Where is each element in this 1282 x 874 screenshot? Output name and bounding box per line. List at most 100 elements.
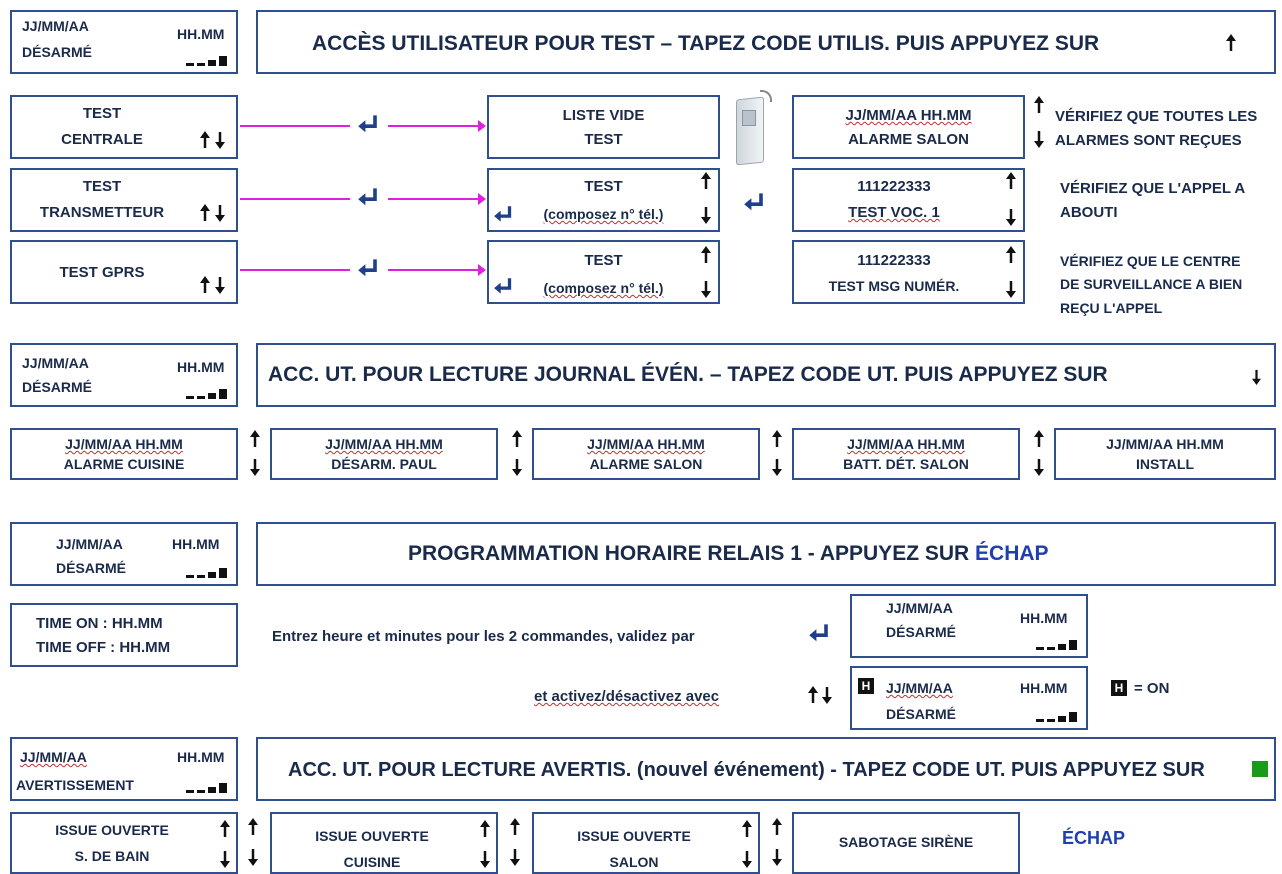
- lcd-time: HH.MM: [1020, 610, 1068, 626]
- escape-key-text: ÉCHAP: [975, 542, 1049, 565]
- event-line: ALARME SALON: [589, 456, 703, 472]
- detector-device-icon: [732, 90, 774, 166]
- down-arrow-icon: [215, 276, 225, 294]
- enter-arrow-icon: [493, 276, 515, 298]
- up-arrow-icon: [200, 131, 210, 149]
- down-arrow-icon: [1034, 458, 1044, 476]
- on-legend-text: = ON: [1134, 680, 1170, 697]
- connector-line: [240, 125, 350, 127]
- connector-arrowhead: [478, 120, 486, 132]
- connector-line: [240, 269, 350, 271]
- banner-text: ACC. UT. POUR LECTURE AVERTIS. (nouvel é…: [288, 759, 1205, 781]
- lcd-state: AVERTISSEMENT: [16, 777, 134, 793]
- warning-line: SABOTAGE SIRÈNE: [838, 834, 974, 850]
- note-text: REÇU L'APPEL: [1060, 300, 1163, 316]
- up-arrow-icon: [772, 818, 782, 836]
- banner-user-test: ACCÈS UTILISATEUR POUR TEST – TAPEZ CODE…: [256, 10, 1276, 74]
- lcd-date: JJ/MM/AA: [56, 536, 123, 552]
- connector-arrowhead: [478, 193, 486, 205]
- lcd-time: HH.MM: [177, 749, 225, 765]
- down-arrow-icon: [772, 458, 782, 476]
- enter-arrow-icon: [493, 204, 515, 226]
- box-label: CENTRALE: [61, 131, 143, 148]
- down-arrow-icon: [512, 458, 522, 476]
- connector-line: [388, 269, 484, 271]
- lcd-status-box-on: H JJ/MM/AA DÉSARMÉ HH.MM: [850, 666, 1088, 730]
- box-label: ALARME SALON: [848, 131, 969, 148]
- event-line: JJ/MM/AA HH.MM: [1106, 436, 1224, 452]
- box-label: 111222333: [857, 178, 931, 195]
- banner-text: PROGRAMMATION HORAIRE RELAIS 1 - APPUYEZ…: [408, 542, 1049, 566]
- box-label: TEST GPRS: [59, 264, 145, 281]
- down-arrow-icon: [248, 848, 258, 866]
- up-arrow-icon: [701, 172, 711, 190]
- signal-bars-icon: [186, 54, 228, 66]
- event-line: INSTALL: [1135, 456, 1195, 472]
- lcd-state: DÉSARMÉ: [22, 379, 93, 395]
- up-arrow-icon: [200, 204, 210, 222]
- up-arrow-icon: [250, 430, 260, 448]
- warning-line: ISSUE OUVERTE: [55, 822, 169, 838]
- up-arrow-icon: [742, 820, 752, 838]
- note-text: VÉRIFIEZ QUE L'APPEL A: [1060, 180, 1246, 197]
- signal-bars-icon: [186, 387, 228, 399]
- warning-line: CUISINE: [343, 854, 401, 870]
- box-label: TEST VOC. 1: [848, 204, 940, 221]
- note-text: ALARMES SONT REÇUES: [1055, 132, 1242, 149]
- up-arrow-icon: [1006, 172, 1016, 190]
- down-arrow-icon: [1006, 208, 1016, 226]
- down-arrow-icon: [1034, 130, 1044, 148]
- box-label: (composez n° tél.): [543, 280, 664, 296]
- event-box: JJ/MM/AA HH.MM ALARME SALON: [532, 428, 760, 480]
- event-line: JJ/MM/AA HH.MM: [65, 436, 183, 452]
- up-arrow-icon: [772, 430, 782, 448]
- lcd-time: HH.MM: [177, 359, 225, 375]
- event-line: DÉSARM. PAUL: [331, 456, 437, 472]
- lcd-status-box: JJ/MM/AA DÉSARMÉ HH.MM: [10, 10, 238, 74]
- time-off-text: TIME OFF : HH.MM: [36, 639, 171, 656]
- up-arrow-icon: [1034, 430, 1044, 448]
- note-text: VÉRIFIEZ QUE LE CENTRE: [1060, 253, 1241, 269]
- test-centrale-box[interactable]: TEST CENTRALE: [10, 95, 238, 159]
- connector-line: [240, 198, 350, 200]
- warning-box: ISSUE OUVERTE CUISINE: [270, 812, 498, 874]
- connector-line: [388, 125, 484, 127]
- box-label: TEST: [584, 252, 623, 269]
- banner-text: ACCÈS UTILISATEUR POUR TEST – TAPEZ CODE…: [312, 32, 1100, 55]
- down-arrow-icon: [772, 848, 782, 866]
- event-line: JJ/MM/AA HH.MM: [847, 436, 965, 452]
- h-badge-icon: H: [1111, 680, 1127, 696]
- box-label: TRANSMETTEUR: [39, 204, 165, 221]
- test-transmetteur-box[interactable]: TEST TRANSMETTEUR: [10, 168, 238, 232]
- enter-arrow-icon: [357, 257, 381, 281]
- down-arrow-icon: [510, 848, 520, 866]
- lcd-time: HH.MM: [1020, 680, 1068, 696]
- note-text: DE SURVEILLANCE A BIEN: [1060, 276, 1243, 292]
- up-arrow-icon: [1226, 34, 1236, 52]
- lcd-date: JJ/MM/AA: [886, 680, 953, 696]
- test-gprs-box[interactable]: TEST GPRS: [10, 240, 238, 304]
- lcd-date: JJ/MM/AA: [22, 18, 89, 34]
- up-arrow-icon: [510, 818, 520, 836]
- up-arrow-icon: [220, 820, 230, 838]
- lcd-date: JJ/MM/AA: [20, 749, 87, 765]
- signal-bars-icon: [186, 566, 228, 578]
- note-text: VÉRIFIEZ QUE TOUTES LES: [1055, 108, 1258, 125]
- down-arrow-icon: [701, 280, 711, 298]
- enter-arrow-icon: [808, 622, 832, 646]
- event-box: JJ/MM/AA HH.MM DÉSARM. PAUL: [270, 428, 498, 480]
- box-label: (composez n° tél.): [543, 206, 664, 222]
- lcd-state: DÉSARMÉ: [56, 560, 127, 576]
- note-text: ABOUTI: [1060, 204, 1118, 221]
- box-label: LISTE VIDE: [562, 107, 645, 124]
- instruction-text: et activez/désactivez avec: [534, 688, 720, 705]
- down-arrow-icon: [215, 204, 225, 222]
- time-on-off-box: TIME ON : HH.MM TIME OFF : HH.MM: [10, 603, 238, 667]
- test-voc-box: 111222333 TEST VOC. 1: [792, 168, 1025, 232]
- banner-text: ACC. UT. POUR LECTURE JOURNAL ÉVÉN. – TA…: [268, 363, 1108, 386]
- test-call-box: TEST (composez n° tél.): [487, 168, 720, 232]
- warning-line: ISSUE OUVERTE: [577, 828, 691, 844]
- event-box: JJ/MM/AA HH.MM ALARME CUISINE: [10, 428, 238, 480]
- box-label: 111222333: [857, 252, 931, 269]
- down-arrow-icon: [1252, 369, 1261, 385]
